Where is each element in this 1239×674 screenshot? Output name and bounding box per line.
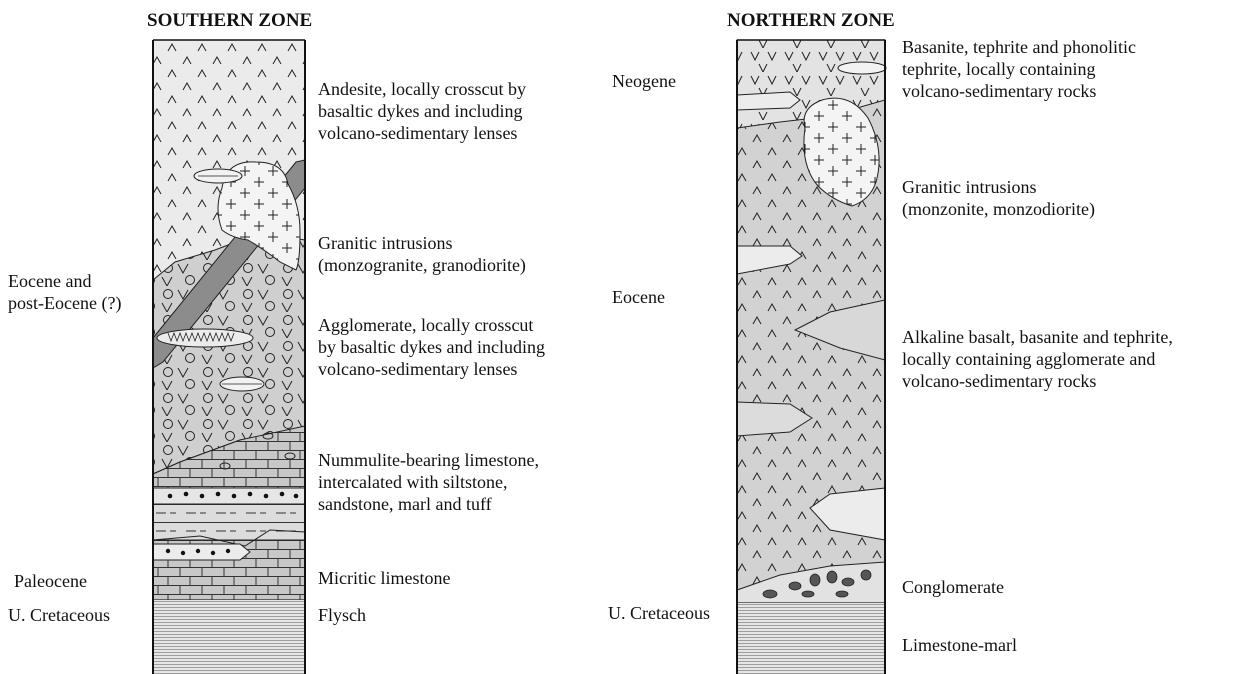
- northern-zone-title: NORTHERN ZONE: [727, 10, 895, 32]
- age-label-post-eocene: post-Eocene (?): [8, 292, 121, 314]
- northern-column: [737, 40, 886, 674]
- unit-alkaline-basalt: Alkaline basalt, basanite and tephrite,l…: [902, 326, 1173, 392]
- age-label-neogene: Neogene: [612, 70, 676, 92]
- unit-flysch: Flysch: [318, 604, 366, 626]
- unit-nummulite-limestone: Nummulite-bearing limestone,intercalated…: [318, 449, 539, 515]
- age-label-eocene: Eocene and: [8, 270, 91, 292]
- southern-column: [153, 40, 305, 674]
- unit-granitic-intrusions-north: Granitic intrusions(monzonite, monzodior…: [902, 176, 1095, 220]
- age-label-eocene-north: Eocene: [612, 286, 665, 308]
- unit-granitic-intrusions-south: Granitic intrusions(monzogranite, granod…: [318, 232, 526, 276]
- age-label-cretaceous-north: U. Cretaceous: [608, 602, 710, 624]
- unit-limestone-marl: Limestone-marl: [902, 634, 1017, 656]
- age-label-paleocene: Paleocene: [14, 570, 87, 592]
- southern-zone-title: SOUTHERN ZONE: [147, 10, 312, 32]
- age-label-cretaceous: U. Cretaceous: [8, 604, 110, 626]
- unit-micritic-limestone: Micritic limestone: [318, 567, 450, 589]
- unit-conglomerate: Conglomerate: [902, 576, 1004, 598]
